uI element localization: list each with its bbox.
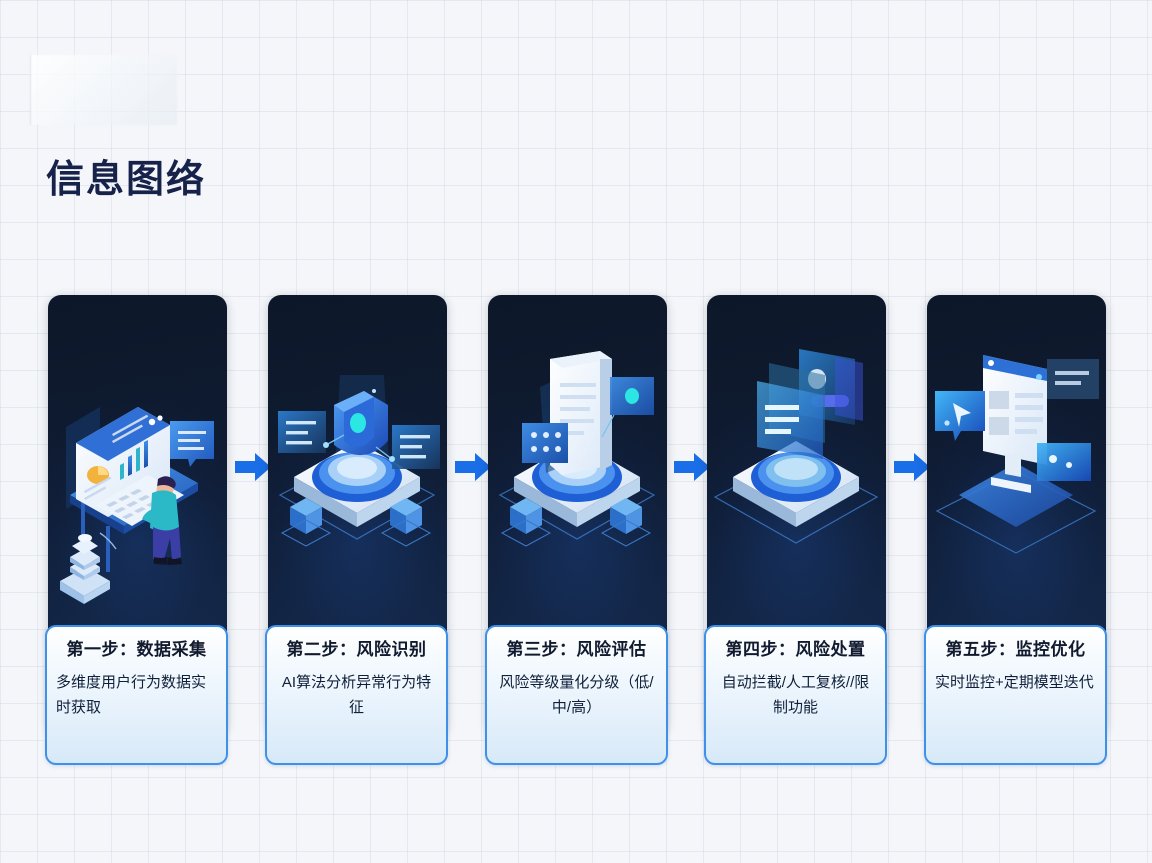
flow-step-2[interactable]: 第二步：风险识别 AI算法分析异常行为特征 bbox=[265, 295, 450, 767]
step-4-title: 第四步：风险处置 bbox=[725, 640, 866, 659]
page-title: 信息图络 bbox=[46, 159, 207, 201]
step-2-label-panel[interactable]: 第二步：风险识别 AI算法分析异常行为特征 bbox=[265, 625, 448, 765]
monitor-dashboard-icon bbox=[927, 295, 1106, 625]
flow-step-3[interactable]: 第三步：风险评估 风险等级量化分级（低/中/高） bbox=[485, 295, 670, 767]
step-3-title: 第三步：风险评估 bbox=[506, 640, 647, 659]
right-arrow-icon-4 bbox=[894, 452, 930, 482]
flow-step-4[interactable]: 第四步：风险处置 自动拦截/人工复核//限制功能 bbox=[704, 295, 889, 767]
step-1-desc: 多维度用户行为数据实时获取 bbox=[56, 674, 207, 716]
step-3-label-panel[interactable]: 第三步：风险评估 风险等级量化分级（低/中/高） bbox=[485, 625, 668, 765]
right-arrow-icon-2 bbox=[455, 452, 491, 482]
step-4-desc: 自动拦截/人工复核//限制功能 bbox=[721, 674, 870, 716]
shield-platform-icon bbox=[268, 295, 447, 625]
step-5-label-panel[interactable]: 第五步：监控优化 实时监控+定期模型迭代 bbox=[924, 625, 1107, 765]
process-flow-diagram: 第一步：数据采集 多维度用户行为数据实时获取 bbox=[45, 295, 1108, 767]
step-3-desc: 风险等级量化分级（低/中/高） bbox=[499, 674, 654, 716]
right-arrow-icon-3 bbox=[674, 452, 710, 482]
step-1-label-panel[interactable]: 第一步：数据采集 多维度用户行为数据实时获取 bbox=[45, 625, 228, 765]
step-5-desc: 实时监控+定期模型迭代 bbox=[935, 674, 1094, 691]
step-2-desc: AI算法分析异常行为特征 bbox=[281, 674, 432, 716]
step-4-label-panel[interactable]: 第四步：风险处置 自动拦截/人工复核//限制功能 bbox=[704, 625, 887, 765]
step-3-illustration-card bbox=[488, 295, 667, 735]
analytics-dashboard-laptop-icon bbox=[48, 295, 227, 625]
step-5-title: 第五步：监控优化 bbox=[945, 640, 1086, 659]
stacked-panels-platform-icon bbox=[707, 295, 886, 625]
watermark-block bbox=[30, 55, 177, 125]
step-1-title: 第一步：数据采集 bbox=[66, 640, 207, 659]
step-2-title: 第二步：风险识别 bbox=[286, 640, 427, 659]
step-1-illustration-card bbox=[48, 295, 227, 735]
step-2-illustration-card bbox=[268, 295, 447, 735]
document-report-platform-icon bbox=[488, 295, 667, 625]
right-arrow-icon-1 bbox=[235, 452, 271, 482]
flow-step-5[interactable]: 第五步：监控优化 实时监控+定期模型迭代 bbox=[924, 295, 1109, 767]
flow-step-1[interactable]: 第一步：数据采集 多维度用户行为数据实时获取 bbox=[45, 295, 230, 767]
